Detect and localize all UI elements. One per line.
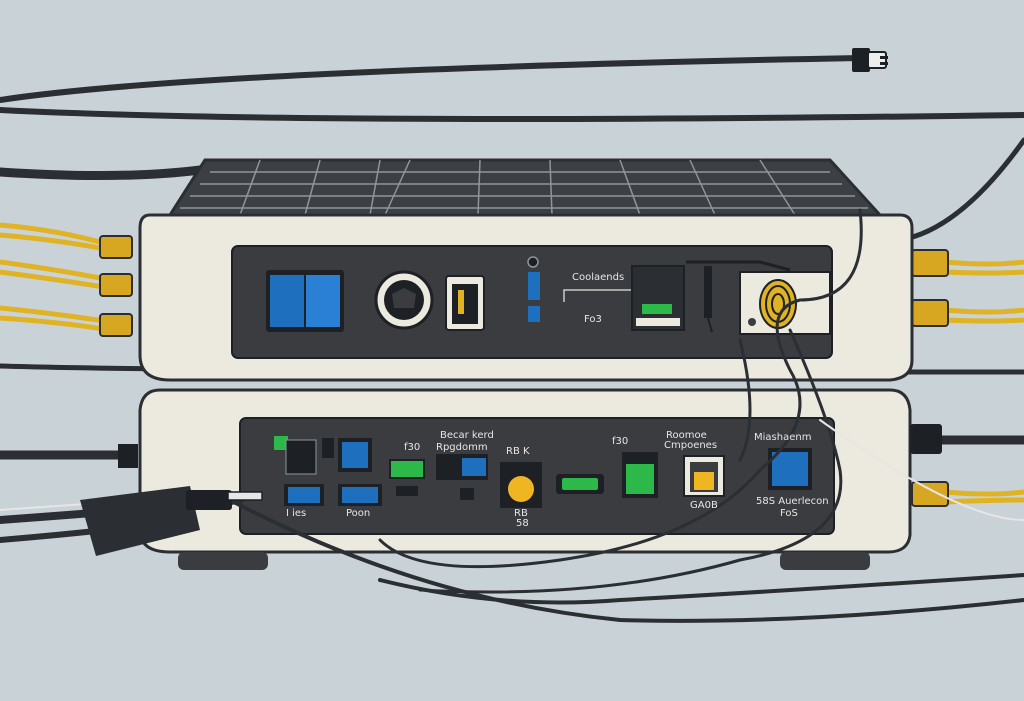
lower-label-f30: f30 [404,442,421,453]
upper-cable [0,107,1024,122]
right-side-port[interactable] [910,424,942,454]
left-upper-cable [0,165,205,181]
upper-router [138,158,914,382]
lower-label-ga0b: GA0B [690,500,718,511]
foreground-plug [80,486,263,556]
lower-label-fos: FoS [780,508,798,519]
yellow-knob[interactable] [508,476,534,502]
lower-router-foot-left [178,552,268,570]
lower-label-rpgdomm: Rpgdomm [436,442,488,453]
upper-router-vent-grid [180,159,868,216]
upper-antenna-rod [686,260,791,272]
top-cable [0,55,863,103]
lower-label-poon: Poon [346,508,371,519]
lower-label-58s-auerlecon: 58S Auerlecon [756,496,829,507]
lower-port-1[interactable] [285,439,317,475]
upper-indicator-icon [527,256,539,268]
lower-router-foot-right [780,552,870,570]
upper-led-blue [528,272,540,300]
lower-label-becar-kerd: Becar kerd [440,430,494,441]
upper-label-fo3: Fo3 [584,314,602,325]
left-side-port[interactable] [118,444,138,468]
lower-label-i-ies: I ies [286,508,307,519]
left-gold-connectors [99,235,133,337]
upper-label-coolaends: Coolaends [572,272,625,283]
right-gold-connectors [911,249,949,507]
lower-label-rb: RB [514,508,528,519]
top-plug [852,48,888,72]
lower-router [118,388,942,570]
lower-label-cmpoenes: Cmpoenes [664,440,718,451]
lower-label-rbk: RB K [506,446,530,457]
lower-label-f30-right: f30 [612,436,629,447]
lower-label-58: 58 [516,518,529,529]
upper-led-blue-small [528,306,540,322]
lower-green-led [389,459,425,479]
upper-router-lid [167,158,884,217]
lower-label-miashaenm: Miashaenm [754,432,812,443]
upper-bracket-line [563,289,640,302]
lower-label-roomoe: Roomoe [666,430,707,441]
